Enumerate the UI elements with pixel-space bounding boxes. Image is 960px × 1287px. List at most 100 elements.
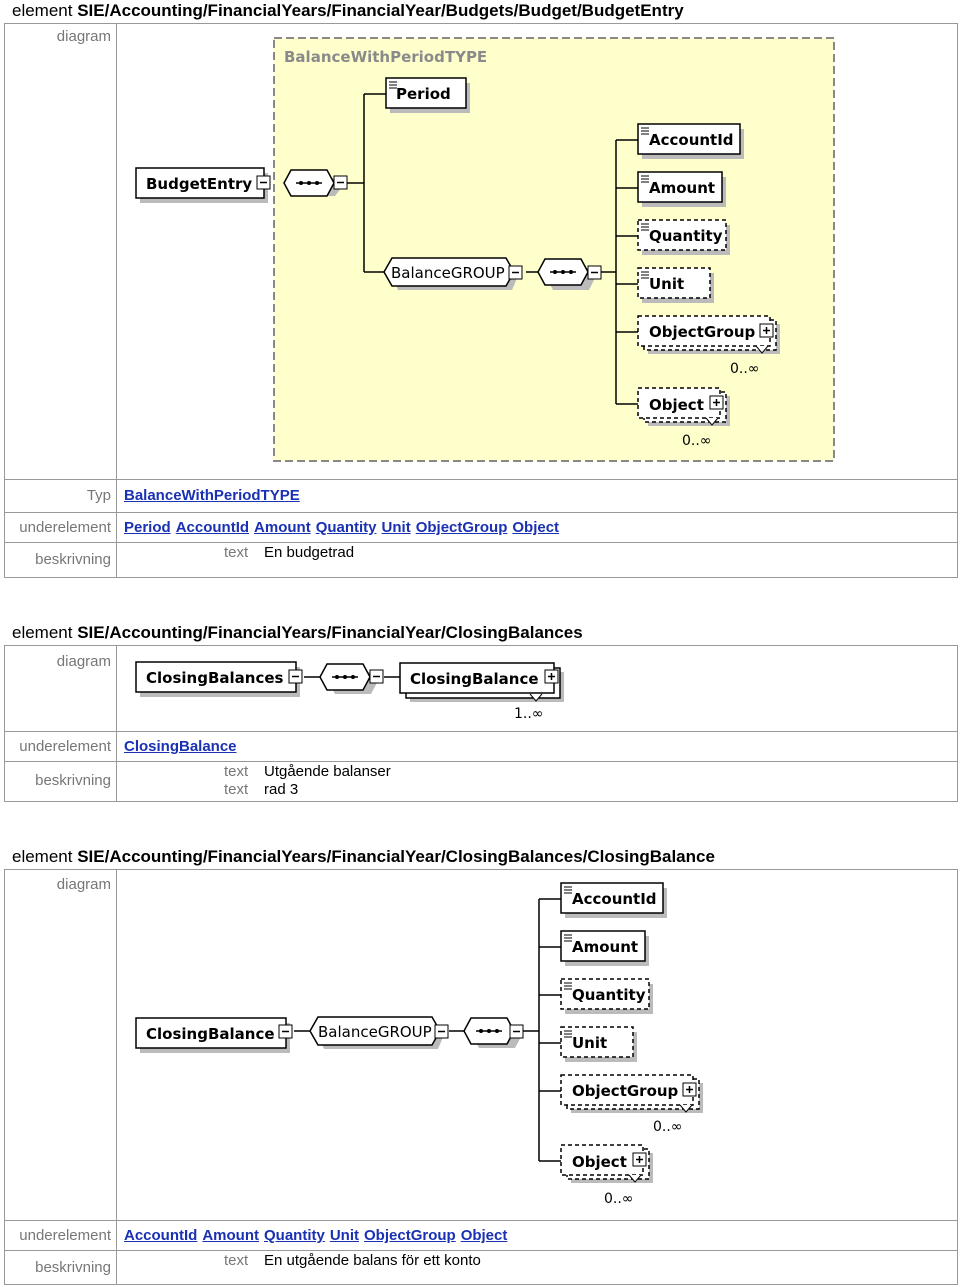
- root-node-label: BudgetEntry: [146, 175, 252, 193]
- objectgroup-node[interactable]: [637, 315, 771, 347]
- type-box: [273, 37, 835, 462]
- accountid-node[interactable]: [637, 123, 741, 155]
- object-occurrence: 0..∞: [682, 433, 711, 449]
- section3-heading: element SIE/Accounting/FinancialYears/Fi…: [12, 847, 715, 867]
- description-label: beskrivning: [5, 1251, 117, 1285]
- diagram-label: diagram: [5, 24, 117, 479]
- heading-path: SIE/Accounting/FinancialYears/FinancialY…: [77, 847, 715, 866]
- root-node[interactable]: [135, 167, 265, 199]
- diagram-cell: ClosingBalance BalanceGROUP: [124, 870, 957, 1220]
- object-occurrence: 0..∞: [604, 1191, 633, 1207]
- child-link-unit[interactable]: Unit: [329, 1227, 360, 1244]
- quantity-node[interactable]: [637, 219, 727, 251]
- heading-path: SIE/Accounting/FinancialYears/FinancialY…: [77, 1, 684, 20]
- child-link-objectgroup[interactable]: ObjectGroup: [364, 1227, 456, 1244]
- accountid-label: AccountId: [649, 131, 734, 149]
- child-link-unit[interactable]: Unit: [381, 519, 411, 536]
- child-link-object[interactable]: Object: [512, 519, 560, 536]
- section2-heading: element SIE/Accounting/FinancialYears/Fi…: [12, 623, 583, 643]
- root-node[interactable]: [135, 661, 297, 693]
- section1-table: diagram BalanceWithPeriodTYPE: [4, 23, 958, 578]
- accountid-label: AccountId: [572, 890, 657, 908]
- amount-node[interactable]: [560, 930, 646, 962]
- budgetentry-diagram: BalanceWithPeriodTYPE: [135, 37, 835, 462]
- section2-table: diagram ClosingBalances: [4, 645, 958, 802]
- heading-prefix: element: [12, 1, 73, 20]
- section3-table: diagram ClosingBalance: [4, 869, 958, 1285]
- object-node[interactable]: [560, 1144, 644, 1176]
- diagram-row: diagram ClosingBalance: [5, 870, 957, 1220]
- children-label: underelement: [5, 1221, 117, 1251]
- closingbalances-diagram: ClosingBalances ClosingBalance: [135, 661, 564, 722]
- object-label: Object: [572, 1153, 627, 1171]
- amount-node[interactable]: [637, 171, 723, 203]
- diagram-label: diagram: [5, 646, 117, 731]
- type-link[interactable]: BalanceWithPeriodTYPE: [124, 487, 300, 504]
- objectgroup-node[interactable]: [560, 1074, 694, 1106]
- amount-label: Amount: [649, 179, 715, 197]
- object-node[interactable]: [637, 387, 721, 419]
- accountid-node[interactable]: [560, 882, 664, 914]
- type-cell: BalanceWithPeriodTYPE: [124, 480, 957, 513]
- group-node-label: BalanceGROUP: [391, 264, 505, 282]
- children-label: underelement: [5, 513, 117, 543]
- children-row: underelement ClosingBalance: [5, 731, 957, 762]
- object-label: Object: [649, 396, 704, 414]
- objectgroup-occurrence: 0..∞: [653, 1119, 682, 1135]
- closingbalance-diagram: ClosingBalance BalanceGROUP: [135, 882, 703, 1207]
- type-box-title: BalanceWithPeriodTYPE: [284, 48, 487, 66]
- type-row: Typ BalanceWithPeriodTYPE: [5, 479, 957, 513]
- child-link-quantity[interactable]: Quantity: [315, 519, 377, 536]
- amount-label: Amount: [572, 938, 638, 956]
- diagram-row: diagram BalanceWithPeriodTYPE: [5, 24, 957, 479]
- heading-prefix: element: [12, 623, 73, 642]
- child-link-quantity[interactable]: Quantity: [264, 1227, 325, 1244]
- child-link-period[interactable]: Period: [124, 519, 171, 536]
- child-link-accountid[interactable]: AccountId: [175, 519, 250, 536]
- child-link-closingbalance[interactable]: ClosingBalance: [124, 738, 237, 755]
- heading-prefix: element: [12, 847, 73, 866]
- quantity-label: Quantity: [649, 227, 723, 245]
- diagram-cell: BalanceWithPeriodTYPE: [124, 24, 957, 479]
- children-label: underelement: [5, 732, 117, 762]
- objectgroup-occurrence: 0..∞: [730, 361, 759, 377]
- root-node-label: ClosingBalance: [146, 1025, 275, 1043]
- diagram-label: diagram: [5, 870, 117, 1220]
- period-node[interactable]: [385, 77, 467, 109]
- description-label: beskrivning: [5, 543, 117, 578]
- child-link-object[interactable]: Object: [460, 1227, 508, 1244]
- group-node[interactable]: [383, 257, 515, 287]
- group-node[interactable]: [309, 1016, 441, 1046]
- child-link-amount[interactable]: Amount: [254, 519, 311, 536]
- quantity-node[interactable]: [560, 978, 650, 1010]
- unit-node[interactable]: [560, 1026, 634, 1058]
- child-link-accountid[interactable]: AccountId: [124, 1227, 198, 1244]
- root-node-label: ClosingBalances: [146, 669, 284, 687]
- unit-node[interactable]: [637, 267, 711, 299]
- description-label: beskrivning: [5, 762, 117, 802]
- child-link-amount[interactable]: Amount: [202, 1227, 259, 1244]
- closingbalance-label: ClosingBalance: [410, 670, 539, 688]
- unit-label: Unit: [572, 1034, 607, 1052]
- child-link-objectgroup[interactable]: ObjectGroup: [415, 519, 508, 536]
- quantity-label: Quantity: [572, 986, 646, 1004]
- objectgroup-label: ObjectGroup: [572, 1082, 679, 1100]
- diagram-row: diagram ClosingBalances: [5, 646, 957, 731]
- objectgroup-label: ObjectGroup: [649, 323, 756, 341]
- group-node-label: BalanceGROUP: [318, 1023, 432, 1041]
- unit-label: Unit: [649, 275, 684, 293]
